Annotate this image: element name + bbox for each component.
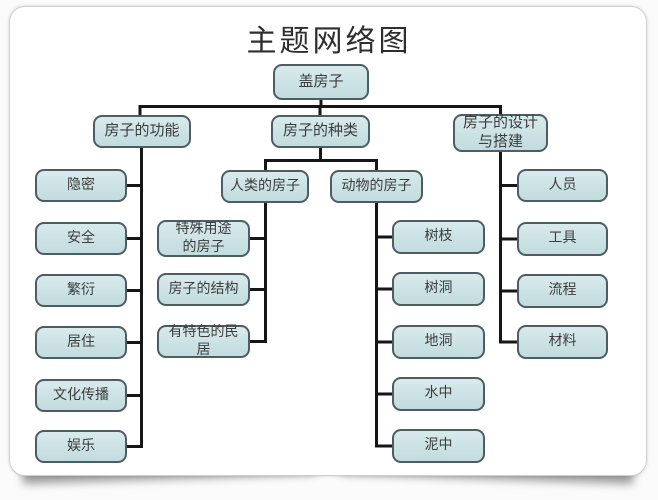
node-house-functions: 房子的功能 — [93, 115, 191, 148]
node-in-mud: 泥中 — [392, 429, 485, 463]
node-dwelling: 居住 — [35, 326, 127, 359]
node-culture-spread: 文化传播 — [35, 379, 127, 412]
node-distinctive-dwellings: 有特色的民居 — [157, 325, 250, 358]
node-in-water: 水中 — [392, 377, 485, 411]
node-house-design-build: 房子的设计 与搭建 — [453, 114, 548, 152]
node-reproduction: 繁衍 — [35, 274, 127, 307]
node-build-house: 盖房子 — [273, 64, 369, 100]
node-house-types: 房子的种类 — [271, 115, 370, 148]
node-animal-houses: 动物的房子 — [330, 170, 423, 203]
node-tree-branches: 树枝 — [392, 220, 485, 254]
node-entertainment: 娱乐 — [35, 430, 127, 463]
diagram-title: 主题网络图 — [246, 25, 412, 58]
node-burrows: 地洞 — [392, 325, 485, 359]
node-safety: 安全 — [35, 222, 127, 255]
node-materials: 材料 — [517, 325, 608, 359]
node-human-houses: 人类的房子 — [221, 170, 309, 203]
node-house-structure: 房子的结构 — [157, 273, 250, 306]
node-tree-holes: 树洞 — [392, 272, 485, 306]
node-special-purpose-houses: 特殊用途 的房子 — [157, 220, 250, 257]
node-privacy: 隐密 — [35, 169, 127, 202]
node-process: 流程 — [517, 274, 608, 308]
node-personnel: 人员 — [517, 169, 608, 202]
node-tools: 工具 — [517, 222, 608, 256]
